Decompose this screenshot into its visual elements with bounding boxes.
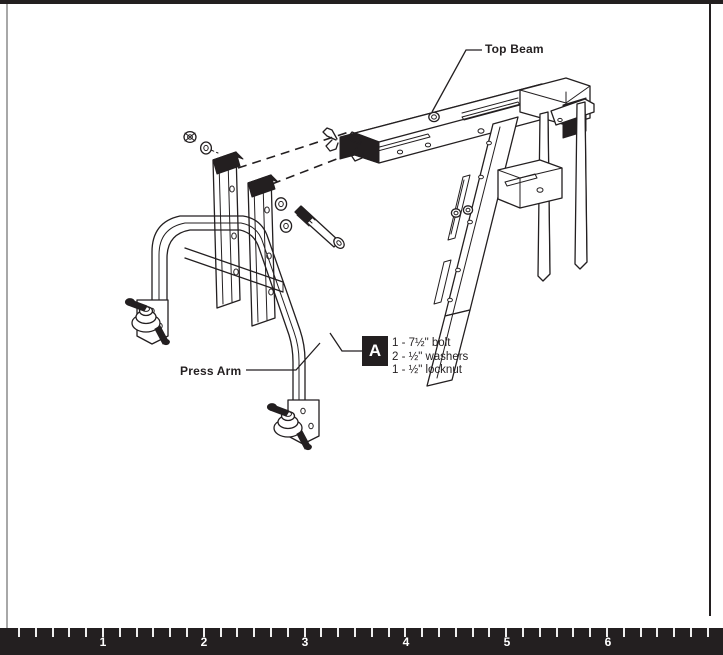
leader-line-press-arm <box>246 342 321 371</box>
ruler-tick <box>404 628 407 637</box>
ruler-number: 4 <box>402 635 410 649</box>
knob-assembly-right <box>266 403 312 451</box>
ruler-tick <box>85 628 88 637</box>
ruler-tick <box>320 628 323 637</box>
knob-assembly-left <box>124 298 170 346</box>
ruler-tick <box>555 628 558 637</box>
callout-marker-letter: A <box>368 341 382 360</box>
ruler-tick <box>673 628 676 637</box>
ruler-tick <box>236 628 239 637</box>
beam-hook-upper-left <box>322 127 338 141</box>
hardware-washer-upper <box>199 141 213 155</box>
left-post-1-cap <box>212 151 241 175</box>
inch-ruler: 1 2 3 4 5 6 <box>0 628 723 655</box>
page-border-top <box>0 0 723 4</box>
top-beam-group <box>322 77 591 164</box>
ruler-tick <box>51 628 54 637</box>
ruler-tick <box>219 628 222 637</box>
ruler-tick <box>471 628 474 637</box>
ruler-tick <box>622 628 625 637</box>
ruler-tick <box>118 628 121 637</box>
hardware-locknut-upper <box>183 130 197 144</box>
label-press-arm: Press Arm <box>180 364 242 378</box>
callout-marker-a: A <box>362 336 388 366</box>
ruler-tick <box>690 628 692 637</box>
callout-hardware-list: 1 - 7½" bolt 2 - ½" washers 1 - ½" lockn… <box>392 337 468 378</box>
ruler-tick <box>337 628 340 637</box>
ruler-tick <box>202 628 205 637</box>
ruler-tick <box>656 628 659 637</box>
page-border-right <box>709 4 711 616</box>
hardware-item: 2 - ½" washers <box>392 350 469 363</box>
leader-line-top-beam <box>431 49 482 113</box>
ruler-tick <box>303 628 306 637</box>
ruler-tick <box>639 628 642 637</box>
ruler-tick <box>522 628 524 637</box>
ruler-tick <box>253 628 256 637</box>
ruler-number: 5 <box>503 635 511 649</box>
leader-line-callout-a <box>329 332 362 352</box>
ruler-tick <box>186 628 188 637</box>
ruler-tick <box>18 628 20 637</box>
hardware-long-bolt <box>294 205 345 249</box>
beam-hook-lower-left <box>347 131 362 145</box>
exploded-assembly-illustration: .ln{fill:none;stroke:#231f20;stroke-widt… <box>124 49 595 451</box>
post-side-bracket <box>497 159 563 209</box>
hardware-washer-right-2 <box>279 219 293 233</box>
left-post-2 <box>247 174 279 327</box>
ruler-tick <box>152 628 155 637</box>
ruler-number: 1 <box>99 635 107 649</box>
ruler-tick <box>169 628 172 637</box>
ruler-tick <box>488 628 491 637</box>
page-border-left <box>6 4 8 628</box>
hardware-washer-right <box>274 197 288 211</box>
ruler-tick <box>387 628 390 637</box>
ruler-tick <box>438 628 440 637</box>
ruler-tick <box>538 628 541 637</box>
ruler-tick <box>270 628 272 637</box>
beam-bolt-head <box>428 111 440 123</box>
ruler-number: 2 <box>200 635 208 649</box>
ruler-number: 3 <box>301 635 309 649</box>
ruler-tick <box>706 628 709 637</box>
hardware-item: 1 - ½" locknut <box>392 364 462 376</box>
label-top-beam: Top Beam <box>485 42 544 56</box>
ruler-tick <box>102 628 104 637</box>
ruler-tick <box>454 628 457 637</box>
ruler-tick <box>370 628 373 637</box>
post-bolt-head <box>450 208 462 218</box>
ruler-tick <box>286 628 289 637</box>
post-washer <box>462 205 474 215</box>
ruler-tick <box>34 628 37 637</box>
ruler-tick <box>68 628 71 637</box>
ruler-tick <box>505 628 508 637</box>
ruler-tick <box>421 628 424 637</box>
hardware-item: 1 - 7½" bolt <box>392 337 451 349</box>
ruler-number: 6 <box>604 635 612 649</box>
ruler-tick <box>572 628 575 637</box>
angled-main-post <box>426 116 563 387</box>
ruler-tick <box>606 628 608 637</box>
ruler-tick <box>354 628 356 637</box>
ruler-tick <box>589 628 592 637</box>
left-post-2-cap <box>247 174 276 198</box>
ruler-tick <box>135 628 138 637</box>
